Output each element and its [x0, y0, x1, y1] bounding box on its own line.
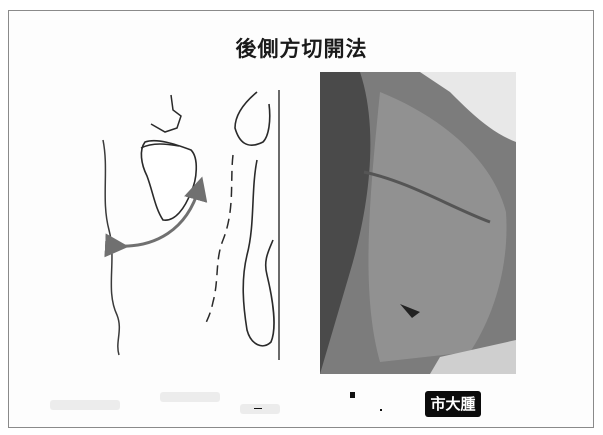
footer-strip: [10, 384, 592, 424]
footer-smudge-mid: [160, 392, 220, 402]
slide-title: 後側方切開法: [0, 33, 603, 63]
incision-dashed-line: [205, 155, 233, 325]
lateral-body-contour: [235, 92, 274, 346]
photo-svg: [320, 72, 516, 374]
footer-smudge-mid2: [240, 404, 280, 414]
footer-dot-small: [380, 409, 382, 411]
diagram-svg: [95, 80, 295, 365]
footer-smudge-left: [50, 400, 120, 410]
back-contour-line: [103, 140, 119, 355]
neck-outline: [151, 95, 181, 132]
hospital-logo-badge: 市大腫: [425, 391, 481, 417]
surgical-scar-photo: [320, 72, 516, 374]
footer-dash: [254, 408, 262, 409]
posterolateral-incision-diagram: [95, 80, 295, 365]
footer-dot-square: [350, 392, 355, 398]
scapula-outline: [141, 141, 196, 220]
